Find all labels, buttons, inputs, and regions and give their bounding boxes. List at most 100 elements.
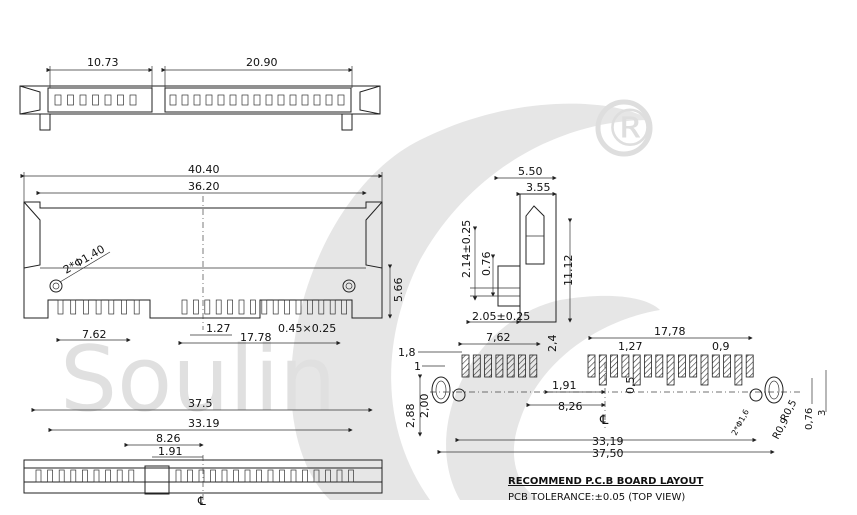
- front-pin: [83, 299, 89, 315]
- pcb-pad-power: [678, 354, 686, 378]
- bottom-pin: [82, 469, 88, 483]
- dim-5-50: 5.50: [518, 165, 543, 178]
- pcb-pad-power: [689, 354, 698, 378]
- top-contact: [229, 94, 237, 106]
- dim-2-05: 2.05±0.25: [472, 310, 530, 323]
- front-pin: [250, 299, 256, 315]
- bottom-pin: [187, 469, 193, 483]
- bottom-pin: [47, 469, 53, 483]
- caption-title: RECOMMEND P.C.B BOARD LAYOUT: [508, 476, 704, 487]
- caption-subtitle: PCB TOLERANCE:±0.05 (TOP VIEW): [508, 492, 685, 503]
- pcb-dim-8-26: 8,26: [558, 400, 583, 413]
- bottom-pin: [70, 469, 77, 483]
- top-contact: [265, 94, 273, 106]
- front-pin: [295, 299, 302, 315]
- pcb-pad-power: [587, 354, 596, 378]
- bottom-pin: [35, 469, 42, 483]
- pcb-dim-37-50: 37,50: [592, 447, 624, 460]
- pcb-dim-0-76: 0,76: [804, 408, 815, 430]
- pcb-dim-2-4: 2,4: [546, 335, 559, 353]
- top-contact: [289, 94, 297, 106]
- dim-10-73: 10.73: [87, 56, 119, 69]
- pcb-pad-power: [666, 354, 675, 386]
- pcb-dim-1-27: 1,27: [618, 340, 643, 353]
- pcb-pad-power: [745, 354, 754, 378]
- front-pin: [227, 299, 233, 315]
- front-pin: [261, 299, 268, 315]
- front-pin: [57, 299, 64, 315]
- front-pin: [133, 299, 140, 315]
- top-contact: [277, 94, 285, 106]
- front-pin: [238, 299, 245, 315]
- pcb-centerline: ℄: [599, 413, 609, 428]
- dim-5-66: 5.66: [392, 278, 405, 303]
- registered-mark: ®: [604, 99, 656, 159]
- pcb-pad-signal: [495, 354, 504, 378]
- pcb-pad-power: [723, 354, 731, 378]
- bottom-view: 37.5 33.19 8.26 1.91 ℄: [23, 397, 383, 508]
- dim-11-12: 11.12: [562, 255, 575, 287]
- top-contact: [325, 94, 333, 106]
- front-pin: [341, 299, 347, 315]
- front-pin: [108, 299, 115, 315]
- dim-37-5: 37.5: [188, 397, 213, 410]
- front-pin: [307, 299, 313, 315]
- bottom-pin: [198, 469, 205, 483]
- pcb-pad-signal: [529, 354, 538, 378]
- top-contact: [217, 94, 225, 106]
- dim-36-20: 36.20: [188, 180, 220, 193]
- top-contact: [129, 94, 137, 106]
- pcb-dim-1-8: 1,8: [398, 346, 416, 359]
- pcb-pad-power: [711, 354, 720, 378]
- pcb-dim-2-88: 2,88: [404, 404, 417, 429]
- bottom-pin: [313, 469, 320, 483]
- front-pin: [215, 299, 222, 315]
- front-pin: [193, 299, 199, 315]
- top-contact: [313, 94, 321, 106]
- top-contact: [193, 94, 201, 106]
- pcb-pad-power: [700, 354, 709, 386]
- pcb-pad-power: [621, 354, 630, 378]
- bottom-pin: [348, 469, 354, 483]
- pcb-pad-power: [632, 354, 641, 386]
- pcb-pad-signal: [506, 354, 515, 378]
- front-pin: [272, 299, 279, 315]
- side-view: 5.50 3.55 11.12 2.14±0.25 0.76 2.05±0.25: [460, 165, 575, 325]
- centerline-mark: ℄: [197, 494, 206, 508]
- dim-pin: 0.45×0.25: [278, 322, 336, 335]
- dim-40-40: 40.40: [188, 163, 220, 176]
- front-pin: [181, 299, 188, 315]
- top-view: 10.73 20.90: [19, 56, 381, 131]
- dim-1-91: 1.91: [158, 445, 183, 458]
- dim-1-27: 1.27: [206, 322, 231, 335]
- pcb-r09: R0,9: [771, 416, 791, 441]
- top-contact: [79, 94, 87, 106]
- bottom-pin: [336, 469, 343, 483]
- bottom-pin: [58, 469, 65, 483]
- bottom-pin: [221, 469, 228, 483]
- front-pin: [70, 299, 77, 315]
- pcb-dim-1-91: 1,91: [552, 379, 577, 392]
- pcb-dim-33-19: 33,19: [592, 435, 624, 448]
- dim-8-26: 8.26: [156, 432, 181, 445]
- bottom-pin: [233, 469, 239, 483]
- pcb-pad-signal: [518, 354, 526, 378]
- front-pin: [284, 299, 290, 315]
- top-contact: [169, 94, 177, 106]
- front-pin: [95, 299, 102, 315]
- top-contact: [181, 94, 189, 106]
- top-contact: [92, 94, 99, 106]
- bottom-pin: [290, 469, 297, 483]
- dim-20-90: 20.90: [246, 56, 278, 69]
- bottom-pin: [267, 469, 274, 483]
- dim-0-76: 0.76: [480, 252, 493, 277]
- pcb-dim-2-00: 2,00: [418, 394, 431, 419]
- top-contact: [241, 94, 249, 106]
- top-contact: [205, 94, 213, 106]
- top-contact: [117, 94, 124, 106]
- top-contact: [54, 94, 62, 106]
- pcb-pad-power: [598, 354, 607, 386]
- dim-3-55: 3.55: [526, 181, 551, 194]
- front-pin: [204, 299, 211, 315]
- bottom-pin: [256, 469, 262, 483]
